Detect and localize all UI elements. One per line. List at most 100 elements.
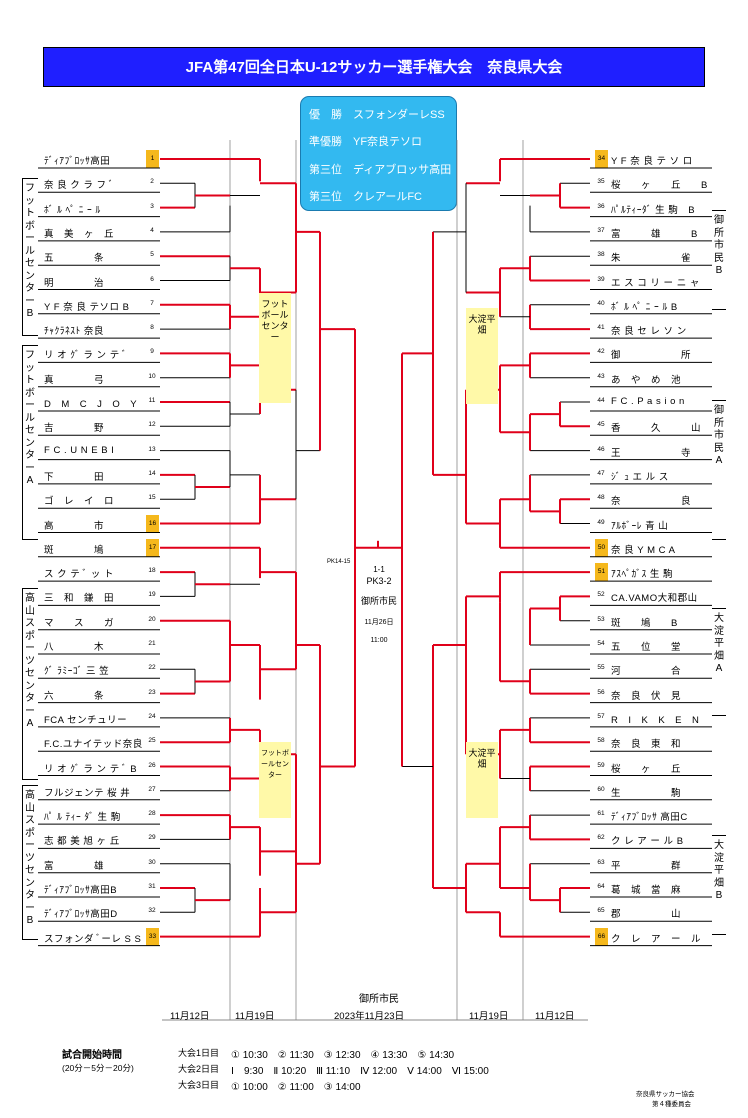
schedule-label: 大会3日目 [178,1080,220,1090]
venue-bracket: 高山スポーツセンターA [22,588,38,780]
team-name: ﾊﾟ ﾙ ﾃｨｰ ﾀﾞ 生 駒 [44,812,121,824]
team-name: ｸﾞ ﾗﾐｰｺﾞ 三 笠 [44,666,110,678]
team-number: 29 [148,834,156,842]
team-number: 63 [597,858,605,866]
team-number: 24 [148,712,156,720]
team-name: ﾎﾞ ﾙ ﾍﾟ ﾆ ｰ ﾙ B [611,301,678,313]
team-name: 郡 山 [611,909,682,921]
team-name: F.C.ユナイテッド奈良 [44,739,143,751]
team-name: 御 所 [611,350,692,362]
team-name: 五 条 [44,253,105,265]
team-number: 19 [148,591,156,599]
date-day3: 2023年11月23日 [334,1011,405,1022]
schedule-label: 大会1日目 [178,1048,220,1058]
team-name: 朱 雀 [611,253,692,265]
schedule-times: ① 10:00 ② 11:00 ③ 14:00 [231,1082,361,1093]
seed-number: 1 [146,150,159,168]
semi-venue: 御所市民 [359,994,399,1005]
date-day2-left: 11月19日 [235,1011,275,1022]
results-box: 優 勝 スフォンダーレSS 準優勝 YF奈良テソロ 第三位 ディアブロッサ高田 … [300,96,457,211]
team-name: 下 田 [44,471,105,483]
team-number: 12 [148,421,156,429]
team-number: 48 [597,494,605,502]
page-title: JFA第47回全日本U-12サッカー選手権大会 奈良県大会 [43,47,705,87]
results-row: 準優勝 YF奈良テソロ [309,136,423,148]
team-name: ﾃﾞｨｱﾌﾞﾛｯｻ高田D [44,909,118,921]
team-name: R I K K E N [611,714,700,726]
team-name: ス ク テ ﾞ ッ ト [44,569,114,581]
team-number: 46 [597,445,605,453]
team-name: Y F 奈 良 テソロ B [44,301,130,313]
team-number: 7 [150,299,154,307]
team-name: あ や め 池 [611,374,682,386]
venue-label: 高山スポーツセンターA [25,593,35,729]
team-number: 13 [148,445,156,453]
team-name: ﾁｬｸﾗﾈｽﾄ 奈良 [44,326,104,338]
team-name: 志 都 美 旭 ヶ 丘 [44,836,120,848]
team-name: 八 木 [44,642,105,653]
team-name: 高 市 [44,520,105,532]
team-name: マ ス ガ [44,617,115,629]
venue-box: フットボールセンター [259,293,291,403]
seed-number: 66 [595,927,608,946]
team-number: 49 [597,518,605,526]
venue-label: 大淀平畑A [714,613,724,674]
team-number: 14 [148,469,156,477]
team-name: 真 弓 [44,374,105,386]
team-name: ク レ ア ー ル [611,933,702,945]
results-row: 第三位 ディアブロッサ高田 [309,164,452,176]
seed-number: 17 [146,538,159,557]
venue-bracket: 高山スポーツセンターB [22,785,38,940]
team-number: 4 [150,226,154,234]
team-name: 斑 鳩 [44,544,105,556]
team-name: 三 和 鎌 田 [44,593,115,605]
team-name: 王 寺 [611,447,692,459]
team-number: 26 [148,761,156,769]
team-name: 明 治 [44,277,105,289]
venue-label: 御所市民A [714,405,724,466]
schedule-title: 試合開始時間 [62,1050,122,1061]
seed-number: 33 [146,927,159,946]
team-number: 58 [597,737,605,745]
schedule-label: 大会2日目 [178,1064,220,1074]
team-number: 53 [597,615,605,623]
team-name: ﾃﾞｨｱﾌﾞﾛｯｻ 高田C [611,812,688,824]
team-number: 21 [148,640,156,647]
team-name: 五 位 堂 [611,642,682,653]
final-date: 11月26日 [364,619,394,626]
team-name: 六 条 [44,690,105,702]
team-name: リ オ ｸﾞ ラ ン テ ﾞ [44,350,128,362]
team-number: 25 [148,737,156,745]
results-row: 第三位 クレアールFC [309,191,423,203]
seed-number: 50 [595,538,608,557]
venue-box: 大淀平畑 [466,742,498,818]
team-name: 吉 野 [44,423,105,435]
venue-bracket: フットボールセンターB [22,178,38,336]
schedule-times: Ⅰ 9:30 Ⅱ 10:20 Ⅲ 11:10 Ⅳ 12:00 Ⅴ 14:00 Ⅵ… [231,1066,489,1077]
team-number: 27 [148,785,156,793]
team-number: 41 [597,324,605,332]
venue-bracket: 大淀平畑B [712,835,726,935]
team-name: 奈 良 東 和 [611,739,682,751]
team-number: 57 [597,712,605,720]
venue-bracket: 御所市民A [712,400,726,540]
final-score: 1-1 [373,565,385,574]
team-name: スフォンダ ﾞーレ S S [44,933,142,945]
team-name: ﾊﾟﾙﾃｨｰﾀﾞ 生 駒 B [611,204,696,216]
team-number: 43 [597,372,605,380]
team-number: 30 [148,858,156,866]
team-number: 23 [148,688,156,696]
team-name: 真 美 ヶ 丘 [44,228,115,240]
team-number: 61 [597,810,605,818]
venue-bracket: 御所市民B [712,210,726,310]
team-number: 59 [597,761,605,769]
date-day1-left: 11月12日 [170,1011,210,1022]
venue-label: フットボールセンターA [25,350,35,486]
team-name: 奈 良 Y M C A [611,544,676,556]
final-venue: 御所市民 [360,596,397,606]
results-row: 優 勝 スフォンダーレSS [309,109,445,121]
team-number: 64 [597,883,605,890]
team-name: 奈 良 セ レ ソ ン [611,326,687,338]
date-day1-right: 11月12日 [535,1011,575,1022]
